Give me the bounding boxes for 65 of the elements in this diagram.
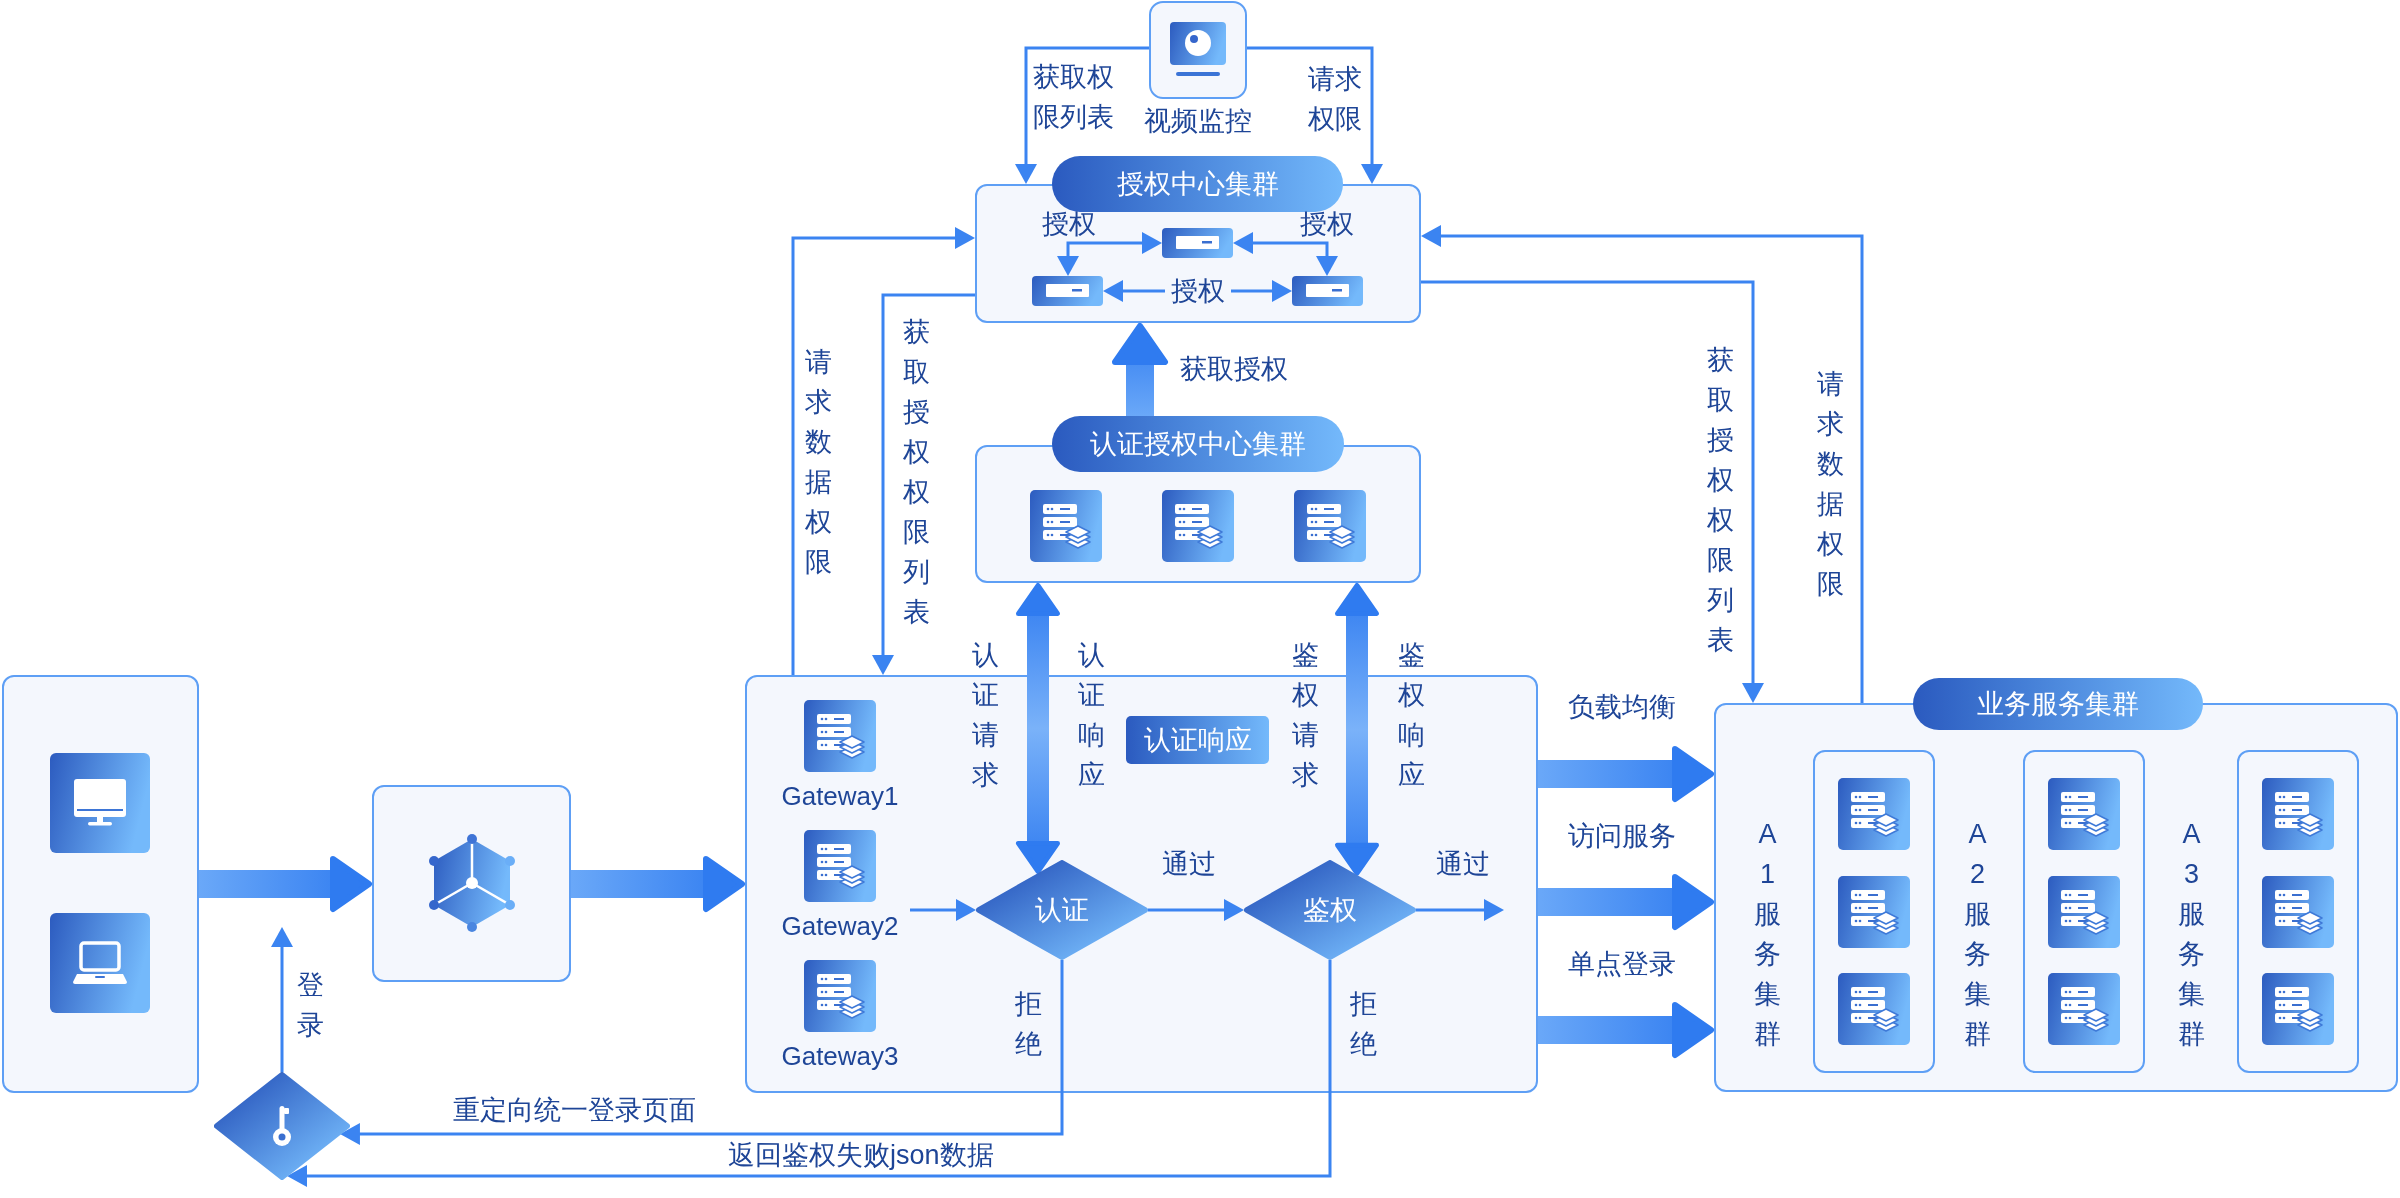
double-block-arrow [1335, 583, 1379, 876]
node-label: Gateway1 [781, 782, 899, 812]
block-arrow [199, 856, 372, 912]
edge-label: 登录 [296, 969, 324, 1042]
edge-label: 请求数据权限 [1816, 368, 1844, 601]
flow-label: 拒绝 [1014, 988, 1042, 1061]
arrow [872, 293, 975, 675]
server-group-panel [2237, 750, 2359, 1073]
double-arrow [1233, 232, 1338, 276]
arrow [287, 960, 1332, 1187]
block-arrow [1538, 746, 1714, 802]
diamond-label: 鉴权 [1303, 896, 1357, 924]
double-arrow [1057, 232, 1162, 276]
arrow [1421, 280, 1764, 703]
edge-label: 请求权限 [1308, 63, 1362, 136]
arrow [1148, 899, 1244, 921]
flow-label: 鉴权响应 [1397, 639, 1425, 792]
node-label: Gateway3 [781, 1042, 899, 1072]
gateway-panel [745, 675, 1538, 1093]
group-caption: A3服务集群 [2178, 818, 2205, 1051]
edge-label: 返回鉴权失败json数据 [728, 1142, 994, 1169]
cluster-title: 认证授权中心集群 [1052, 416, 1344, 472]
status-tag: 认证响应 [1126, 716, 1269, 764]
edge-label: 通过 [1436, 851, 1490, 878]
double-block-arrow [1016, 583, 1060, 874]
arrow [1416, 899, 1504, 921]
edge-label: 认证请求 [971, 639, 999, 792]
edge-label: 单点登录 [1568, 951, 1676, 978]
edge-label: 鉴权请求 [1291, 639, 1319, 792]
block-arrow [1538, 1002, 1714, 1058]
diamond-label: 认证 [1035, 896, 1089, 924]
client-panel [2, 675, 199, 1093]
node-label: 视频监控 [1144, 108, 1252, 135]
arrow [1247, 46, 1383, 184]
arrow [339, 960, 1064, 1145]
edge-label: 负载均衡 [1568, 694, 1676, 721]
arrow [1015, 46, 1149, 184]
server-group-panel [1813, 750, 1935, 1073]
edge-label: 授权 [1165, 277, 1231, 305]
edge-label: 授权 [1300, 211, 1354, 238]
edge-label: 重定向统一登录页面 [453, 1097, 696, 1124]
edge-label: 获取权限列表 [1033, 61, 1114, 134]
cluster-title: 授权中心集群 [1052, 156, 1343, 212]
block-arrow [1538, 874, 1714, 930]
flow-label: 认证响应 [1077, 639, 1105, 792]
edge-label: 获取授权权限列表 [902, 316, 930, 629]
arrow [1421, 225, 1864, 703]
edge-label: 通过 [1162, 851, 1216, 878]
proxy-panel [372, 785, 571, 982]
block-arrow [1112, 323, 1168, 416]
arrow [271, 927, 293, 1072]
edge-label: 获取授权权限列表 [1706, 344, 1734, 657]
block-arrow [571, 856, 745, 912]
edge-label: 授权 [1042, 211, 1096, 238]
arrow [910, 899, 976, 921]
server-group-panel [2023, 750, 2145, 1073]
edge-label: 访问服务 [1568, 823, 1676, 850]
group-caption: A2服务集群 [1964, 818, 1991, 1051]
flow-label: 拒绝 [1349, 988, 1377, 1061]
arrow [791, 227, 975, 675]
edge-label: 请求数据权限 [804, 346, 832, 579]
group-caption: A1服务集群 [1754, 818, 1781, 1051]
edge-label: 获取授权 [1180, 356, 1288, 383]
cluster-title: 业务服务集群 [1913, 678, 2203, 730]
node-label: Gateway2 [781, 912, 899, 942]
